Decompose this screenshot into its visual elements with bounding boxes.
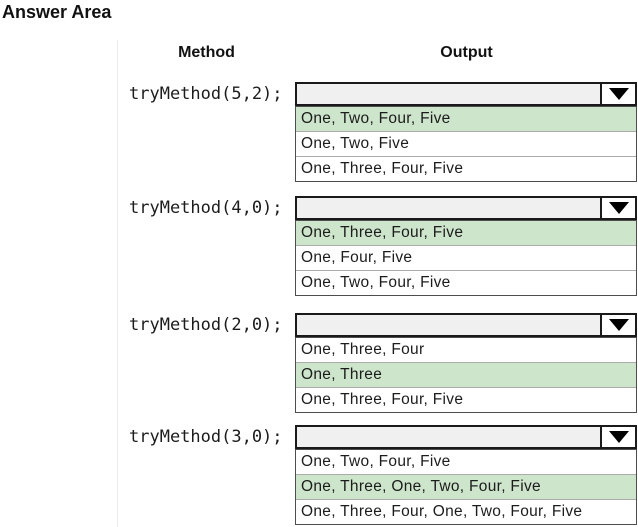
method-call-label: tryMethod(4,0);: [129, 198, 283, 218]
dropdown-option[interactable]: One, Two, Four, Five: [296, 107, 636, 131]
output-dropdown-2[interactable]: [295, 196, 637, 220]
page-title: Answer Area: [2, 2, 112, 22]
dropdown-options-1: One, Two, Four, Five One, Two, Five One,…: [295, 106, 637, 182]
output-dropdown-4[interactable]: [295, 425, 637, 449]
dropdown-selected-value[interactable]: [297, 427, 600, 447]
dropdown-option[interactable]: One, Three, One, Two, Four, Five: [296, 474, 636, 499]
method-call-label: tryMethod(2,0);: [129, 315, 283, 335]
dropdown-option[interactable]: One, Three: [296, 362, 636, 387]
dropdown-option[interactable]: One, Three, Four, Five: [296, 221, 636, 245]
dropdown-option[interactable]: One, Three, Four, One, Two, Four, Five: [296, 499, 636, 524]
dropdown-options-4: One, Two, Four, Five One, Three, One, Tw…: [295, 449, 637, 525]
dropdown-option[interactable]: One, Two, Four, Five: [296, 270, 636, 295]
dropdown-option[interactable]: One, Three, Four, Five: [296, 156, 636, 181]
dropdown-options-3: One, Three, Four One, Three One, Three, …: [295, 337, 637, 413]
table-left-border: [117, 40, 118, 527]
dropdown-selected-value[interactable]: [297, 198, 600, 218]
column-header-output: Output: [440, 44, 493, 61]
question-row-2: tryMethod(4,0); One, Three, Four, Five O…: [0, 196, 638, 297]
dropdown-button[interactable]: [600, 427, 635, 447]
dropdown-button[interactable]: [600, 315, 635, 335]
method-call-label: tryMethod(3,0);: [129, 427, 283, 447]
question-row-4: tryMethod(3,0); One, Two, Four, Five One…: [0, 425, 638, 526]
dropdown-option[interactable]: One, Three, Four: [301, 341, 425, 358]
caret-down-icon: [608, 319, 629, 331]
dropdown-button[interactable]: [600, 84, 635, 104]
dropdown-button[interactable]: [600, 198, 635, 218]
dropdown-option[interactable]: One, Three, Four, Five: [296, 387, 636, 412]
output-dropdown-1[interactable]: [295, 82, 637, 106]
dropdown-options-2: One, Three, Four, Five One, Four, Five O…: [295, 220, 637, 296]
dropdown-selected-value[interactable]: [297, 315, 600, 335]
dropdown-option[interactable]: One, Two, Five: [296, 131, 636, 156]
caret-down-icon: [608, 431, 629, 443]
method-call-label: tryMethod(5,2);: [129, 84, 283, 104]
column-header-method: Method: [178, 44, 235, 61]
caret-down-icon: [608, 202, 629, 214]
question-row-1: tryMethod(5,2); One, Two, Four, Five One…: [0, 82, 638, 183]
dropdown-option[interactable]: One, Four, Five: [296, 245, 636, 270]
dropdown-option[interactable]: One, Two, Four, Five: [301, 453, 451, 470]
question-row-3: tryMethod(2,0); One, Three, Four One, Th…: [0, 313, 638, 414]
output-dropdown-3[interactable]: [295, 313, 637, 337]
dropdown-selected-value[interactable]: [297, 84, 600, 104]
caret-down-icon: [608, 88, 629, 100]
